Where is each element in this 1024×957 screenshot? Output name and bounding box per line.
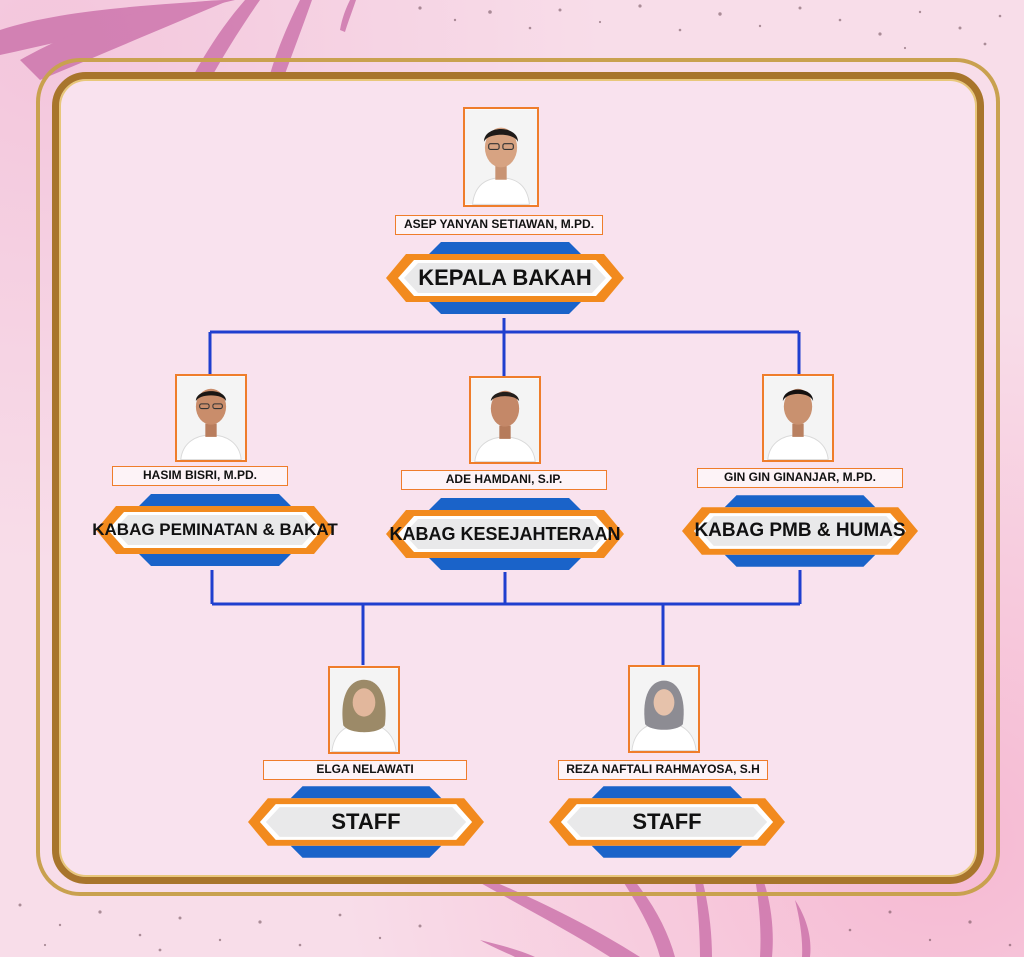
- role-badge-shape: [248, 786, 484, 858]
- staff-1-name: ELGA NELAWATI: [263, 760, 467, 780]
- person-photo-icon: [177, 376, 245, 460]
- connector-divisions-to-staff: [210, 570, 802, 665]
- division-3-name: GIN GIN GINANJAR, M.PD.: [697, 468, 903, 488]
- division-1-name: HASIM BISRI, M.PD.: [112, 466, 288, 486]
- gold-frame-outer: [36, 58, 1000, 896]
- head-photo: [463, 107, 539, 207]
- division-2-role-badge: KABAG KESEJAHTERAAN: [386, 496, 624, 572]
- head-role-badge: KEPALA BAKAH: [386, 240, 624, 316]
- role-badge-shape: [386, 498, 624, 570]
- role-badge-shape: [386, 242, 624, 314]
- staff-1-role-badge: STAFF: [248, 784, 484, 860]
- division-3-role-badge: KABAG PMB & HUMAS: [682, 493, 918, 569]
- role-badge-shape: [682, 495, 918, 567]
- staff-1-role-label: STAFF: [331, 809, 401, 834]
- division-2-role-label: KABAG KESEJAHTERAAN: [389, 523, 621, 544]
- role-badge-shape: [549, 786, 785, 858]
- division-1-photo: [175, 374, 247, 462]
- head-name: ASEP YANYAN SETIAWAN, M.PD.: [395, 215, 603, 235]
- staff-2-name: REZA NAFTALI RAHMAYOSA, S.H: [558, 760, 768, 780]
- staff-1-photo: [328, 666, 400, 754]
- person-photo-icon: [471, 378, 539, 462]
- person-photo-icon: [764, 376, 832, 460]
- division-1-role-label: KABAG PEMINATAN & BAKAT: [92, 520, 338, 539]
- staff-2-role-badge: STAFF: [549, 784, 785, 860]
- staff-2-photo: [628, 665, 700, 753]
- head-role-label: KEPALA BAKAH: [418, 265, 592, 290]
- person-photo-icon: [465, 109, 537, 205]
- division-2-name: ADE HAMDANI, S.IP.: [401, 470, 607, 490]
- staff-2-role-label: STAFF: [632, 809, 702, 834]
- connector-head-to-divisions: [208, 318, 801, 376]
- division-3-photo: [762, 374, 834, 462]
- role-badge-shape: [96, 494, 334, 566]
- division-2-photo: [469, 376, 541, 464]
- person-photo-icon: [630, 667, 698, 751]
- person-photo-icon: [330, 668, 398, 752]
- division-1-role-badge: KABAG PEMINATAN & BAKAT: [92, 492, 338, 568]
- division-3-role-label: KABAG PMB & HUMAS: [694, 520, 906, 541]
